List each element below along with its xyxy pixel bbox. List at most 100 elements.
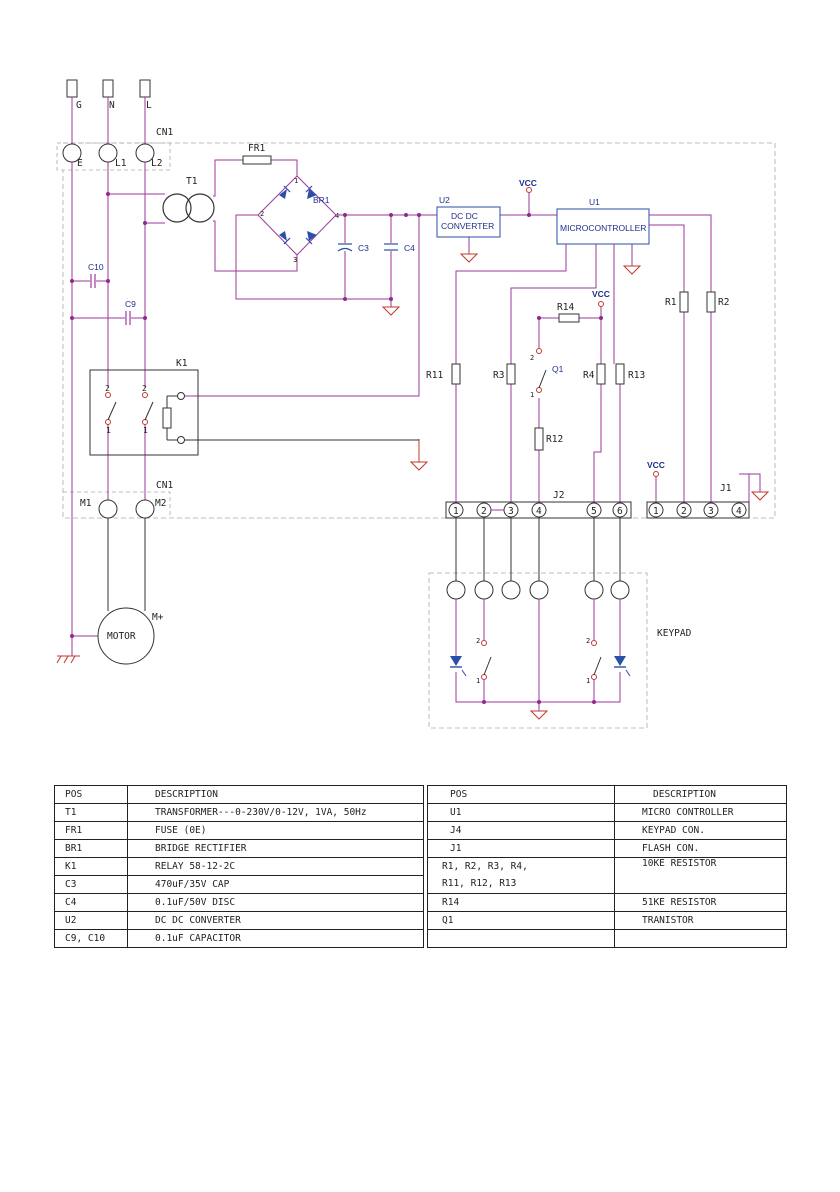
dcdc-line1: DC DC [451, 211, 478, 221]
bom-pos-c9-c10: C9, C10 [54, 929, 128, 948]
bom-header-desc-left: DESCRIPTION [127, 785, 424, 804]
keypad-return-wires [455, 599, 621, 711]
bom-row: K1 RELAY 58-12-2C R1, R2, R3, R4, R11, R… [54, 857, 787, 894]
cn1-top-label: CN1 [156, 127, 173, 138]
j2-pin-4: 4 [536, 506, 542, 517]
cap-c10-symbol [90, 274, 96, 288]
relay-contact-b2: 2 [142, 384, 147, 393]
cn1-pin-e-label: E [77, 158, 83, 169]
cn1-top-outline [56, 142, 171, 171]
motor-wires [107, 518, 146, 611]
bom-desc-j4: KEYPAD CON. [614, 821, 787, 840]
circuit-schematic: G N L CN1 E L1 L2 C10 C9 [56, 79, 776, 729]
bom-desc-t1: TRANSFORMER---0-230V/0-12V, 1VA, 50Hz [127, 803, 424, 822]
keypad-wires [455, 517, 621, 581]
cn1-pin-l1-label: L1 [115, 158, 127, 169]
relay-contacts [105, 392, 185, 444]
vcc-pin-j1 [653, 471, 659, 477]
key2-pin-2: 2 [586, 637, 590, 645]
led-icon [450, 656, 631, 677]
vcc-pin-r13 [598, 301, 604, 307]
j1-pin-4: 4 [736, 506, 742, 517]
bom-pos-q1: Q1 [427, 911, 615, 930]
bom-pos-c4: C4 [54, 893, 128, 912]
key1-pin-1: 1 [476, 677, 480, 685]
bom-pos-k1: K1 [54, 857, 128, 876]
fuse-label: FR1 [248, 143, 265, 154]
resistor-symbols [451, 291, 716, 451]
keypad-outline [428, 572, 648, 729]
bom-desc-q1: TRANISTOR [614, 911, 787, 930]
bom-empty-cell [427, 929, 615, 948]
j1-pins [648, 502, 747, 518]
bom-desc-u1: MICRO CONTROLLER [614, 803, 787, 822]
j2-pin-5: 5 [591, 506, 597, 517]
bom-desc-br1: BRIDGE RECTIFIER [127, 839, 424, 858]
bom-header-pos-left: POS [54, 785, 128, 804]
transformer-t1 [162, 193, 215, 223]
resistor-r3-label: R3 [493, 370, 504, 381]
bom-pos-j4: J4 [427, 821, 615, 840]
cn1-pin-m1-label: M1 [80, 498, 92, 509]
j1-label: J1 [720, 483, 732, 494]
bom-pos-fr1: FR1 [54, 821, 128, 840]
bridge-pin-1: 1 [294, 177, 298, 185]
bom-pos-br1: BR1 [54, 839, 128, 858]
resistor-r4-label: R4 [583, 370, 595, 381]
j2-pin-2: 2 [481, 506, 487, 517]
bom-desc-j1: FLASH CON. [614, 839, 787, 858]
bom-row: C4 0.1uF/50V DISC R14 51KE RESISTOR [54, 893, 787, 912]
relay-contact-a2: 2 [105, 384, 110, 393]
vcc-label-r13: VCC [592, 289, 610, 299]
transistor-pin-2: 2 [530, 354, 534, 362]
cap-c4-label: C4 [404, 243, 415, 253]
resistor-r13-label: R14 [557, 302, 574, 313]
mains-wires [71, 97, 165, 656]
resistor-r14-label: R12 [546, 434, 563, 445]
dcdc-ref: U2 [439, 195, 450, 205]
cap-c3-symbol [337, 243, 353, 252]
bom-pos-t1: T1 [54, 803, 128, 822]
bridge-pin-3: 3 [293, 256, 297, 264]
terminal-l-label: L [146, 100, 152, 111]
mcu-signal-wires [455, 214, 761, 502]
bom-row: C9, C10 0.1uF CAPACITOR [54, 929, 787, 948]
keypad-label: KEYPAD [657, 628, 692, 639]
key1-pin-2: 2 [476, 637, 480, 645]
bridge-pin-4: 4 [335, 212, 339, 220]
pcb-outline [62, 142, 776, 519]
dcdc-line2: CONVERTER [441, 221, 494, 231]
mains-junctions [70, 192, 147, 638]
vcc-label-j1: VCC [647, 460, 665, 470]
resistor-r12-label: R13 [628, 370, 645, 381]
mcu-ref: U1 [589, 197, 600, 207]
transistor-q1-switch [536, 348, 547, 393]
bom-pos-j1: J1 [427, 839, 615, 858]
earth-icon [56, 655, 80, 664]
microcontroller-u1 [556, 208, 650, 245]
cap-c10-label: C10 [88, 262, 104, 272]
cn1-pin-l2-label: L2 [151, 158, 162, 169]
mcu-label: MICROCONTROLLER [560, 223, 646, 233]
cap-c9-symbol [125, 311, 131, 325]
transistor-pin-1: 1 [530, 391, 534, 399]
cn1-pin-m2-label: M2 [155, 498, 166, 509]
j1-pin-3: 3 [708, 506, 714, 517]
bom-empty-cell [614, 929, 787, 948]
cn1-bottom-label: CN1 [156, 480, 173, 491]
bom-desc-fr1: FUSE (0E) [127, 821, 424, 840]
terminal-n-label: N [109, 100, 115, 111]
motor-label: MOTOR [107, 631, 136, 642]
bom-desc-k1: RELAY 58-12-2C [127, 857, 424, 876]
j1-pin-1: 1 [653, 506, 659, 517]
bom-row: U2 DC DC CONVERTER Q1 TRANISTOR [54, 911, 787, 930]
transformer-secondary-wires [213, 159, 298, 272]
keypad-junctions [482, 700, 596, 704]
bom-desc-u2: DC DC CONVERTER [127, 911, 424, 930]
vcc-label-top: VCC [519, 178, 537, 188]
bom-row: BR1 BRIDGE RECTIFIER J1 FLASH CON. [54, 839, 787, 858]
motor-pin-label: M+ [152, 612, 164, 623]
j1-pin-2: 2 [681, 506, 687, 517]
cap-c9-label: C9 [125, 299, 136, 309]
transistor-label: Q1 [552, 364, 564, 374]
